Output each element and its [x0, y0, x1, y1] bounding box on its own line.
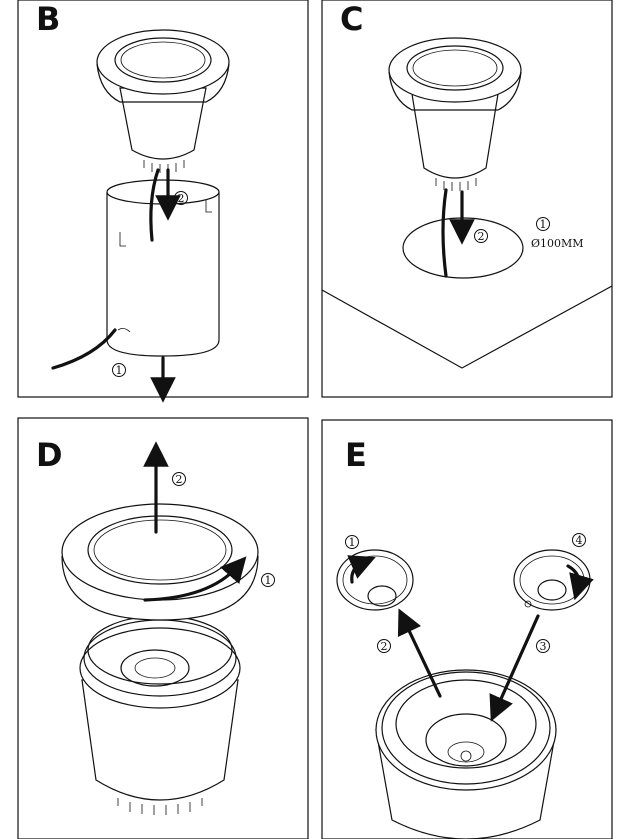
- luminaire-b: [96, 29, 230, 173]
- panel-e-frame: [321, 419, 613, 839]
- step-c-2: 2: [478, 230, 485, 243]
- housing-e: [375, 669, 557, 839]
- hole-diameter-label: Ø100MM: [531, 237, 584, 250]
- arrow-rotate-e-right: [566, 564, 594, 601]
- panel-c-frame: [321, 0, 613, 398]
- cable-c: [441, 188, 448, 278]
- step-e-3: 3: [540, 640, 547, 653]
- bezel-ring-d: [61, 503, 259, 621]
- step-e-4: 4: [576, 534, 583, 547]
- panel-d-frame: [17, 417, 309, 839]
- arrow-remove-lens: [397, 608, 442, 698]
- luminaire-c: [388, 37, 522, 191]
- panel-c: C 2 1 Ø100MM: [321, 0, 613, 398]
- panel-d-letter: D: [36, 436, 63, 474]
- step-e-1: 1: [349, 536, 356, 549]
- arrow-rotate-d: [143, 556, 247, 602]
- cable-top: [149, 168, 160, 242]
- arrow-insert-lens: [489, 614, 540, 722]
- cable-bottom: [51, 328, 117, 370]
- floor-surface: [321, 285, 613, 369]
- panel-e: E 1 2: [321, 419, 613, 839]
- step-b-2: 2: [178, 192, 185, 205]
- lens-removed: [336, 549, 414, 611]
- panel-b: B 2 1: [17, 0, 309, 403]
- step-c-1: 1: [540, 218, 547, 231]
- arrow-rotate-e-left: [347, 555, 376, 584]
- step-b-1: 1: [116, 364, 123, 377]
- housing-d: [79, 615, 241, 815]
- step-d-1: 1: [265, 574, 272, 587]
- installation-sleeve: [106, 179, 220, 357]
- panel-e-letter: E: [345, 436, 367, 474]
- step-e-2: 2: [381, 640, 388, 653]
- panel-b-letter: B: [36, 0, 60, 38]
- step-d-2: 2: [176, 473, 183, 486]
- panel-d: D 2 1: [17, 417, 309, 839]
- panel-c-letter: C: [340, 0, 363, 38]
